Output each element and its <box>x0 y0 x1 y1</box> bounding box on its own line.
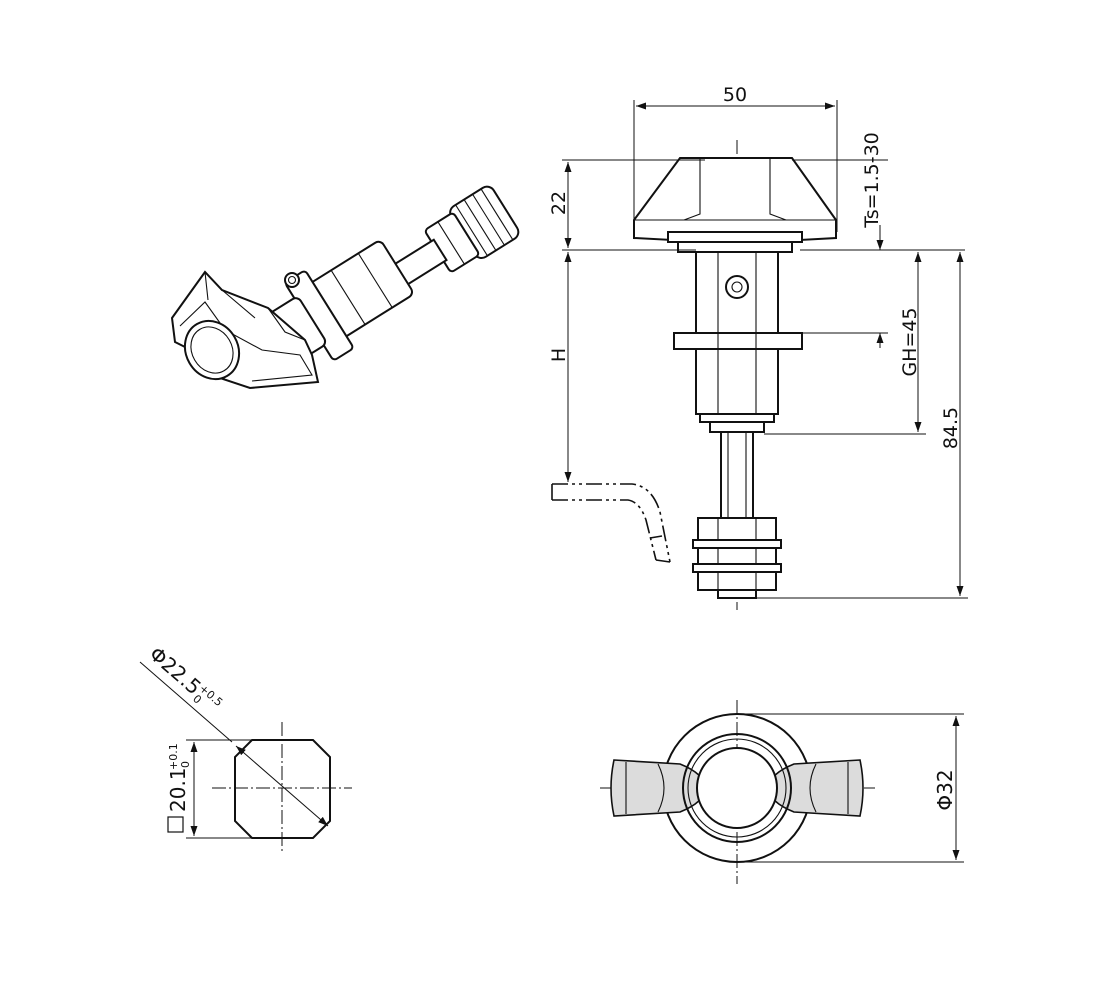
dimension-head-width: 50 <box>633 84 838 232</box>
head-width-label: 50 <box>723 84 747 106</box>
cam-height-label: H <box>548 348 570 362</box>
dimension-panel-thickness: Ts=1.5-30 <box>792 132 965 348</box>
top-view <box>600 700 875 884</box>
dimension-cam-height: H <box>548 252 572 482</box>
grip-height-label: GH=45 <box>899 307 921 376</box>
isometric-view <box>170 185 520 390</box>
dimension-overall-length: 84.5 <box>756 252 968 599</box>
cutout-square-tol-upper: +0.1 <box>167 743 180 770</box>
overall-length-label: 84.5 <box>940 407 962 449</box>
head-height-label: 22 <box>548 191 570 215</box>
panel-cutout-view: Φ22.5 +0.5 0 20.1 +0.1 0 <box>139 642 352 852</box>
dimension-head-height: 22 <box>548 159 705 251</box>
cutout-square-tol-lower: 0 <box>179 761 192 768</box>
flange-diameter-label: Φ32 <box>933 769 957 810</box>
cutout-square-label: 20.1 <box>166 767 190 812</box>
dimension-grip-height: GH=45 <box>764 252 926 435</box>
dimension-flange-diameter: Φ32 <box>737 713 964 863</box>
panel-thickness-label: Ts=1.5-30 <box>861 132 883 229</box>
square-symbol-icon <box>167 816 184 833</box>
side-view <box>551 140 837 610</box>
